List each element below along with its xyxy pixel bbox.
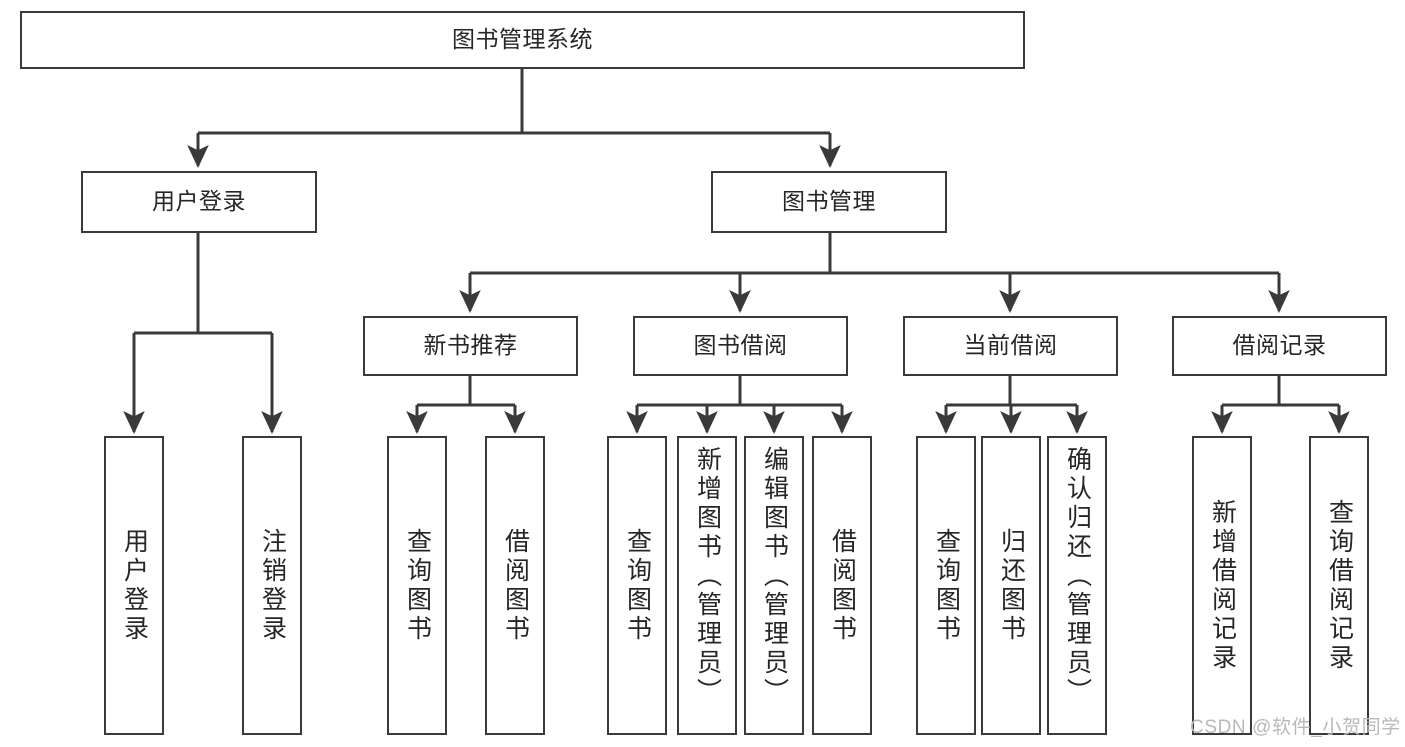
leaf-user-logout[interactable]: 注销登录 xyxy=(242,436,302,735)
leaf-borrow-book-1[interactable]: 借阅图书 xyxy=(485,436,545,735)
node-book-borrow[interactable]: 图书借阅 xyxy=(633,316,848,376)
leaf-add-record[interactable]: 新增借阅记录 xyxy=(1192,436,1252,735)
leaf-query-book-3[interactable]: 查询图书 xyxy=(916,436,976,735)
leaf-user-login[interactable]: 用户登录 xyxy=(104,436,164,735)
leaf-query-book-1-label: 查询图书 xyxy=(403,527,432,644)
leaf-add-record-label: 新增借阅记录 xyxy=(1208,498,1237,673)
leaf-confirm-return[interactable]: 确认归还（管理员） xyxy=(1047,436,1107,735)
node-user-login[interactable]: 用户登录 xyxy=(81,171,317,233)
leaf-return-book-label: 归还图书 xyxy=(997,527,1026,644)
node-current-borrow-label: 当前借阅 xyxy=(963,332,1058,359)
node-root-label: 图书管理系统 xyxy=(452,26,593,53)
leaf-edit-book[interactable]: 编辑图书（管理员） xyxy=(744,436,804,735)
leaf-borrow-book-2[interactable]: 借阅图书 xyxy=(812,436,872,735)
watermark-text: CSDN @软件_小贺同学 xyxy=(1190,717,1401,738)
node-current-borrow[interactable]: 当前借阅 xyxy=(903,316,1118,376)
leaf-user-logout-label: 注销登录 xyxy=(258,527,287,644)
leaf-query-record-label: 查询借阅记录 xyxy=(1325,498,1354,673)
leaf-add-book[interactable]: 新增图书（管理员） xyxy=(677,436,737,735)
leaf-query-book-3-label: 查询图书 xyxy=(932,527,961,644)
leaf-query-book-2[interactable]: 查询图书 xyxy=(607,436,667,735)
leaf-user-login-label: 用户登录 xyxy=(120,527,149,644)
node-root[interactable]: 图书管理系统 xyxy=(20,11,1025,69)
node-book-manage[interactable]: 图书管理 xyxy=(711,171,947,233)
leaf-confirm-return-label: 确认归还（管理员） xyxy=(1063,446,1092,707)
node-borrow-record[interactable]: 借阅记录 xyxy=(1172,316,1387,376)
node-new-book-recommend-label: 新书推荐 xyxy=(423,332,518,359)
leaf-query-book-1[interactable]: 查询图书 xyxy=(387,436,447,735)
leaf-add-book-label: 新增图书（管理员） xyxy=(693,446,722,707)
node-book-borrow-label: 图书借阅 xyxy=(693,332,788,359)
leaf-query-book-2-label: 查询图书 xyxy=(623,527,652,644)
leaf-edit-book-label: 编辑图书（管理员） xyxy=(760,446,789,707)
node-new-book-recommend[interactable]: 新书推荐 xyxy=(363,316,578,376)
leaf-return-book[interactable]: 归还图书 xyxy=(981,436,1041,735)
node-book-manage-label: 图书管理 xyxy=(782,188,876,215)
node-user-login-label: 用户登录 xyxy=(152,188,246,215)
node-borrow-record-label: 借阅记录 xyxy=(1232,332,1327,359)
leaf-borrow-book-1-label: 借阅图书 xyxy=(501,527,530,644)
leaf-borrow-book-2-label: 借阅图书 xyxy=(828,527,857,644)
leaf-query-record[interactable]: 查询借阅记录 xyxy=(1309,436,1369,735)
